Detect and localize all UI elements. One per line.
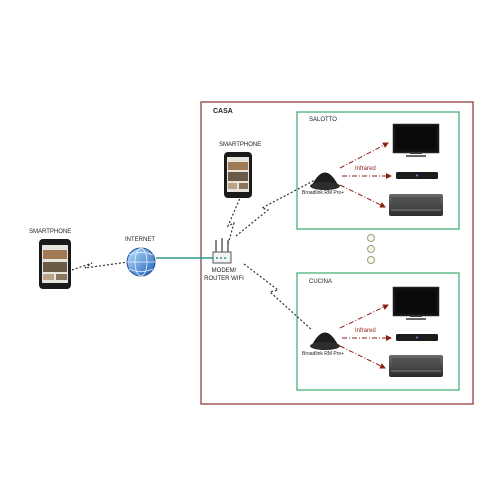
smartphone-home-label: SMARTPHONE: [219, 142, 262, 148]
broadlink-hub-icon: [310, 172, 340, 190]
broadlink-label-cucina: Broadlink RM Pro+: [302, 351, 345, 357]
more-rooms-indicator: [367, 234, 375, 264]
smartphone-icon: [224, 152, 252, 198]
room-cucina: [296, 272, 460, 391]
soundbar-icon: [396, 334, 438, 341]
wireless-link-router-broadlink2: [243, 263, 313, 331]
tv-icon: [392, 123, 440, 157]
smartphone-remote-label: SMARTPHONE: [29, 229, 72, 235]
air-conditioner-icon: [389, 194, 443, 216]
internet-label: INTERNET: [125, 237, 155, 243]
ir-arrows-salotto: [339, 142, 392, 208]
wireless-link-phone-internet: [71, 261, 129, 271]
globe-icon: [126, 247, 156, 277]
soundbar-icon: [396, 172, 438, 179]
broadlink-label-salotto: Broadlink RM Pro+: [302, 190, 345, 196]
house-label: CASA: [213, 108, 233, 115]
smartphone-icon: [39, 239, 71, 289]
room-salotto: [296, 111, 460, 230]
ir-arrows-cucina: [339, 304, 392, 369]
air-conditioner-icon: [389, 355, 443, 377]
infrared-label-salotto: Infrared: [355, 166, 376, 172]
room-label-salotto: SALOTTO: [309, 117, 337, 123]
broadlink-hub-icon: [310, 332, 340, 350]
router-icon: [212, 238, 232, 264]
router-label-line2: ROUTER WIFI: [204, 276, 244, 282]
wireless-link-router-phone: [226, 197, 241, 245]
infrared-label-cucina: Infrared: [355, 328, 376, 334]
wireless-link-router-broadlink1: [235, 179, 316, 237]
router-label-line1: MODEM/: [211, 268, 237, 274]
tv-icon: [392, 286, 440, 320]
house-boundary: [200, 101, 474, 405]
room-label-cucina: CUCINA: [309, 279, 333, 285]
